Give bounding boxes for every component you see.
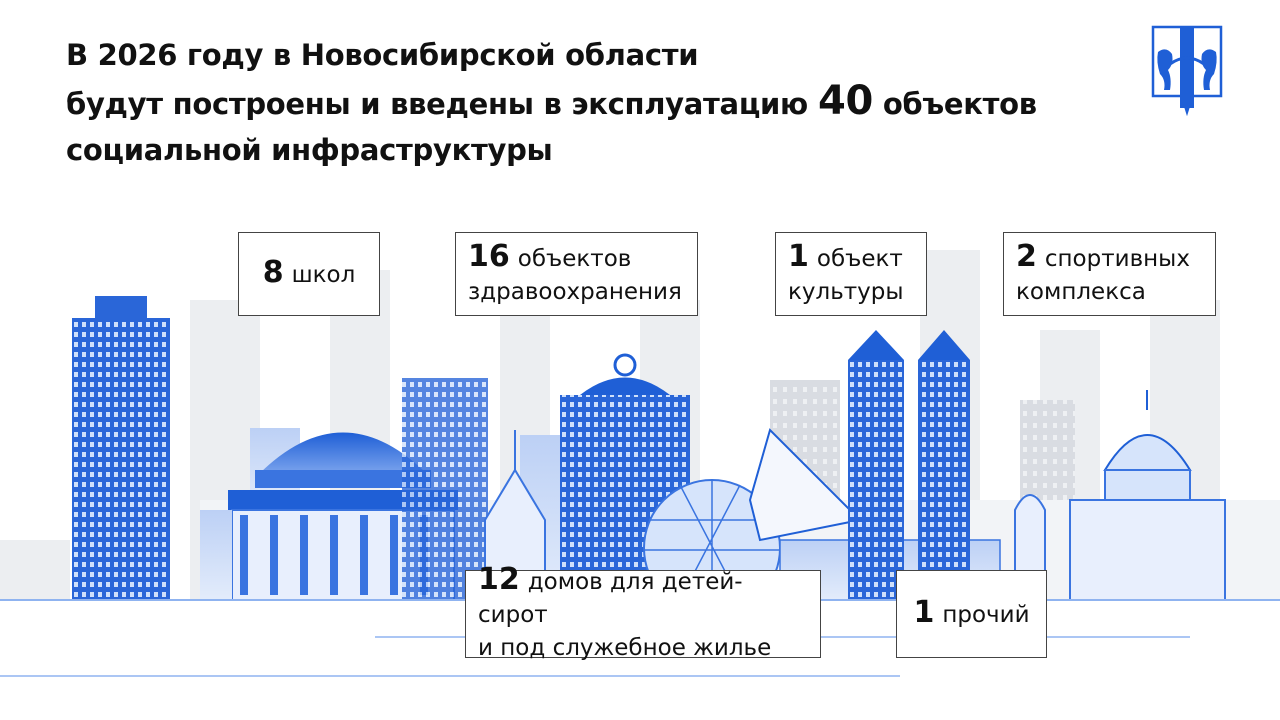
title-line-3: социальной инфраструктуры	[66, 133, 553, 167]
stat-card-other: 1 прочий	[896, 570, 1047, 658]
stat-card-sports: 2 спортивных комплекса	[1003, 232, 1216, 316]
stat-number: 1	[788, 238, 809, 274]
stat-label-2: и под служебное жилье	[478, 635, 772, 661]
stat-card-schools: 8 школ	[238, 232, 380, 316]
stat-label: школ	[291, 262, 356, 288]
stat-label: домов для детей-сирот	[478, 569, 743, 628]
stat-number: 8	[262, 255, 284, 290]
title-line-2: будут построены и введены в эксплуатацию…	[66, 78, 1037, 127]
coat-of-arms-icon	[1151, 25, 1223, 116]
title-line-1: В 2026 году в Новосибирской области	[66, 38, 699, 72]
stat-label: прочий	[942, 602, 1030, 628]
stat-number: 2	[1016, 238, 1037, 274]
stat-label: спортивных	[1044, 245, 1190, 272]
title-line-2-text: будут построены и введены в эксплуатацию	[66, 87, 808, 121]
total-count: 40	[817, 78, 874, 124]
stat-number: 1	[913, 595, 935, 630]
stat-number: 16	[468, 238, 510, 274]
page-title: В 2026 году в Новосибирской области буду…	[66, 32, 1037, 173]
stat-card-culture: 1 объект культуры	[775, 232, 927, 316]
stat-label: объектов	[517, 245, 632, 272]
stat-label: объект	[816, 245, 903, 272]
stat-number: 12	[478, 562, 520, 597]
stat-card-healthcare: 16 объектов здравоохранения	[455, 232, 698, 316]
stat-label-2: культуры	[788, 278, 904, 305]
stat-label-2: здравоохранения	[468, 278, 682, 305]
title-line-2-end: объектов	[882, 87, 1037, 121]
stat-label-2: комплекса	[1016, 278, 1146, 305]
